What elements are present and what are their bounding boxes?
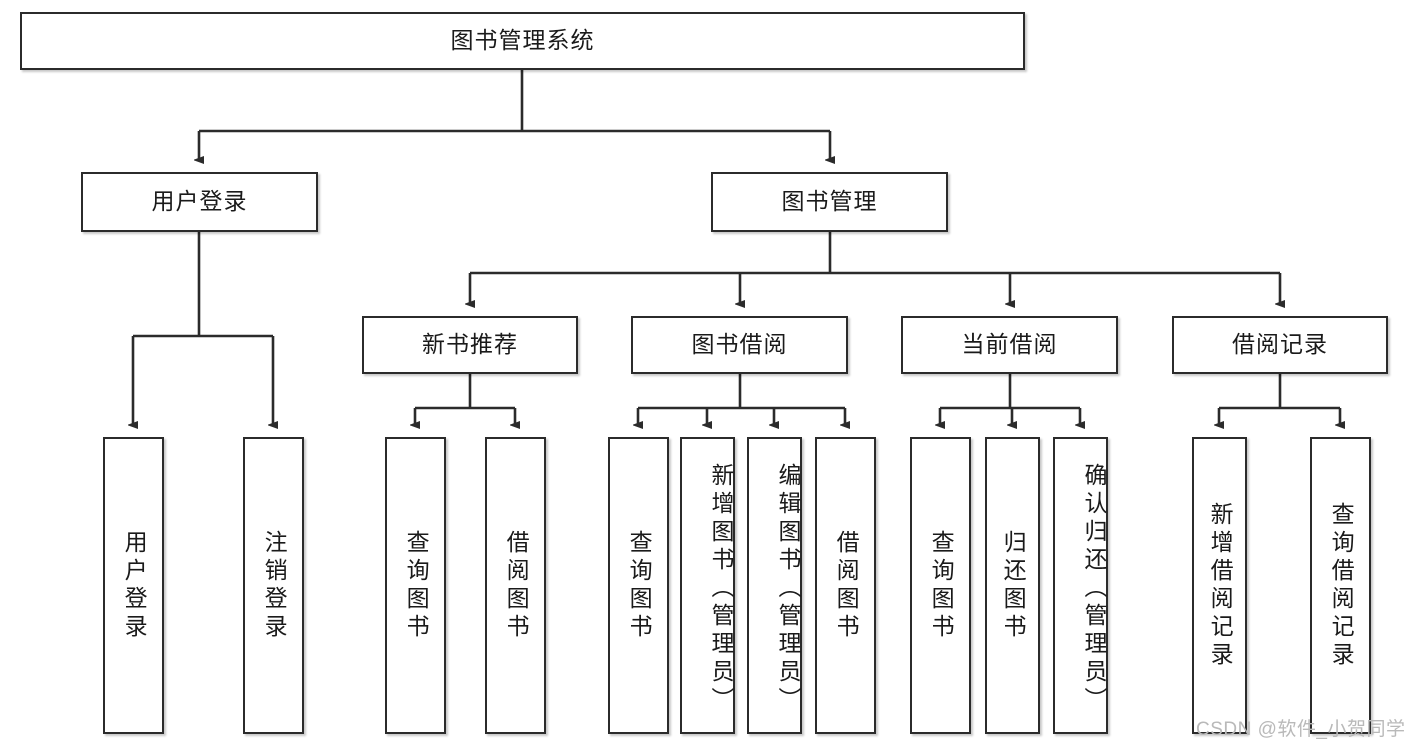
node-leaf-query-book-recommend[interactable]: 查询图书 xyxy=(385,437,446,734)
node-borrow-record[interactable]: 借阅记录 xyxy=(1172,316,1388,374)
node-label: 当前借阅 xyxy=(961,331,1058,358)
node-label: 用户登录 xyxy=(121,529,148,642)
node-label: 查询图书 xyxy=(403,529,430,642)
node-leaf-query-book-current[interactable]: 查询图书 xyxy=(910,437,971,734)
node-label: 图书管理 xyxy=(781,188,878,215)
node-label: 编辑图书（管理员） xyxy=(775,462,801,715)
node-leaf-query-book-borrow[interactable]: 查询图书 xyxy=(608,437,669,734)
node-label: 查询图书 xyxy=(928,529,955,642)
node-label: 新增借阅记录 xyxy=(1207,501,1234,670)
node-label: 借阅图书 xyxy=(833,529,860,642)
node-label: 查询借阅记录 xyxy=(1328,501,1355,670)
node-root-system[interactable]: 图书管理系统 xyxy=(20,12,1025,70)
node-new-book-recommend[interactable]: 新书推荐 xyxy=(362,316,578,374)
node-label: 用户登录 xyxy=(151,188,248,215)
node-label: 新书推荐 xyxy=(422,331,518,358)
node-leaf-user-logout[interactable]: 注销登录 xyxy=(243,437,304,734)
node-label: 借阅图书 xyxy=(503,529,530,642)
node-leaf-edit-book-admin[interactable]: 编辑图书（管理员） xyxy=(747,437,802,734)
node-leaf-borrow-book-borrow[interactable]: 借阅图书 xyxy=(815,437,876,734)
node-leaf-add-book-admin[interactable]: 新增图书（管理员） xyxy=(680,437,735,734)
node-leaf-confirm-return-admin[interactable]: 确认归还（管理员） xyxy=(1053,437,1108,734)
node-user-login[interactable]: 用户登录 xyxy=(81,172,318,232)
node-leaf-add-borrow-record[interactable]: 新增借阅记录 xyxy=(1192,437,1247,734)
node-label: 新增图书（管理员） xyxy=(708,462,734,715)
node-label: 查询图书 xyxy=(626,529,653,642)
node-leaf-user-login[interactable]: 用户登录 xyxy=(103,437,164,734)
node-leaf-borrow-book-recommend[interactable]: 借阅图书 xyxy=(485,437,546,734)
node-label: 确认归还（管理员） xyxy=(1081,462,1107,715)
node-label: 图书管理系统 xyxy=(450,27,595,54)
node-book-borrow[interactable]: 图书借阅 xyxy=(631,316,848,374)
node-label: 图书借阅 xyxy=(691,331,788,358)
csdn-watermark: CSDN @软件_小贺同学 xyxy=(1196,719,1405,740)
node-leaf-query-borrow-record[interactable]: 查询借阅记录 xyxy=(1310,437,1371,734)
node-label: 注销登录 xyxy=(261,529,288,642)
node-label: 借阅记录 xyxy=(1232,331,1328,358)
node-current-borrow[interactable]: 当前借阅 xyxy=(901,316,1118,374)
node-leaf-return-book[interactable]: 归还图书 xyxy=(985,437,1040,734)
node-label: 归还图书 xyxy=(1000,529,1027,642)
node-book-manage[interactable]: 图书管理 xyxy=(711,172,948,232)
